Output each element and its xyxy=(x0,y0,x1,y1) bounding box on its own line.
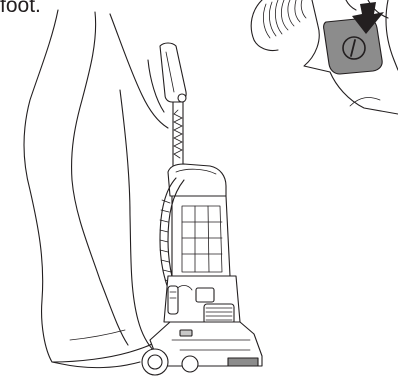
vent-grille xyxy=(204,304,234,324)
switch-closeup-inset xyxy=(251,0,398,114)
upright-vacuum xyxy=(142,43,262,375)
person-outline xyxy=(24,10,168,368)
